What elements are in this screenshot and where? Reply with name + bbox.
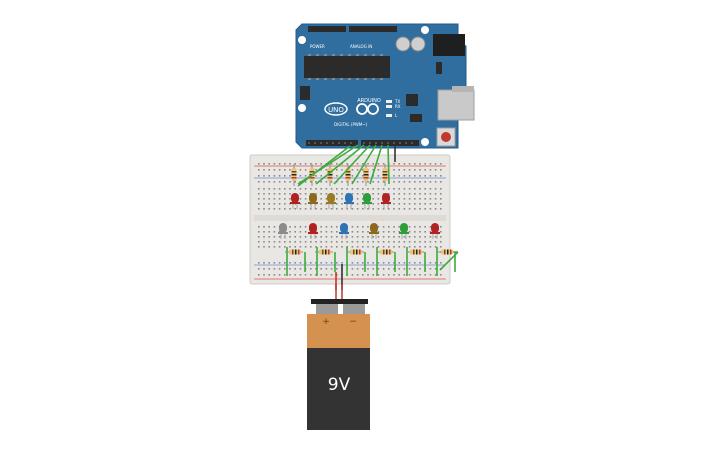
resistor[interactable] xyxy=(285,249,303,255)
resistor[interactable] xyxy=(382,164,388,186)
analog-header xyxy=(349,26,397,32)
jumper-wires xyxy=(286,144,459,290)
led[interactable] xyxy=(430,223,440,239)
top-led-row xyxy=(290,193,391,209)
led[interactable] xyxy=(308,193,318,209)
icsp2-header xyxy=(410,114,422,122)
jumper-wire[interactable] xyxy=(315,144,365,185)
arduino-logo: UNO ARDUINO xyxy=(324,98,381,116)
led[interactable] xyxy=(339,223,349,239)
arduino-brand-text: ARDUINO xyxy=(357,98,381,104)
atmega-chip xyxy=(304,56,390,78)
jumper-wire[interactable] xyxy=(351,144,377,185)
battery-minus-label: − xyxy=(349,317,357,327)
battery-plus-label: + xyxy=(322,317,330,327)
led[interactable] xyxy=(278,223,288,239)
regulator xyxy=(436,62,442,74)
l-led xyxy=(386,114,392,117)
digital-label: DIGITAL (PWM~) xyxy=(334,122,368,127)
icsp-header xyxy=(300,86,310,100)
mounting-hole xyxy=(421,26,429,34)
mounting-hole xyxy=(298,104,306,112)
resistor[interactable] xyxy=(291,164,297,186)
bottom-led-row xyxy=(278,223,440,239)
jumper-wire[interactable] xyxy=(439,251,459,271)
bottom-resistor-row xyxy=(285,249,455,255)
capacitor xyxy=(410,36,426,52)
led[interactable] xyxy=(326,193,336,209)
power-header xyxy=(308,26,346,32)
battery-9v[interactable]: + − 9V xyxy=(307,284,370,430)
led[interactable] xyxy=(369,223,379,239)
arduino-uno-board[interactable]: TX RX L UNO ARDUINO POWER ANALOG IN DIGI… xyxy=(295,23,475,149)
led[interactable] xyxy=(290,193,300,209)
center-channel xyxy=(254,215,446,221)
tx-label: TX xyxy=(394,99,400,104)
l-label: L xyxy=(395,113,398,118)
rx-label: RX xyxy=(395,104,401,109)
led[interactable] xyxy=(308,223,318,239)
reset-button-cap[interactable] xyxy=(441,132,451,142)
resistor[interactable] xyxy=(376,249,394,255)
breadboard-holes xyxy=(258,163,442,276)
battery-voltage-label: 9V xyxy=(328,375,351,395)
led[interactable] xyxy=(381,193,391,209)
resistor[interactable] xyxy=(315,249,333,255)
capacitor xyxy=(395,36,411,52)
resistor[interactable] xyxy=(363,164,369,186)
resistor[interactable] xyxy=(406,249,424,255)
mounting-hole xyxy=(298,36,306,44)
led[interactable] xyxy=(362,193,372,209)
resistor[interactable] xyxy=(346,249,364,255)
jumper-wire[interactable] xyxy=(369,144,383,185)
battery-top xyxy=(307,314,370,350)
usb-chip xyxy=(406,94,418,106)
usb-port[interactable] xyxy=(437,89,475,121)
battery-clip xyxy=(311,299,368,304)
tx-led xyxy=(386,100,392,103)
battery-terminal-positive xyxy=(316,304,338,314)
power-jack[interactable] xyxy=(433,34,465,56)
resistor[interactable] xyxy=(437,249,455,255)
battery-terminal-negative xyxy=(343,304,365,314)
battery-body xyxy=(307,348,370,430)
usb-port-top xyxy=(452,86,474,92)
uno-board-label: UNO xyxy=(328,106,344,114)
jumper-wire[interactable] xyxy=(387,144,390,185)
mounting-hole xyxy=(421,138,429,146)
jumper-wire[interactable] xyxy=(297,145,351,187)
jumper-wire[interactable] xyxy=(333,144,371,185)
power-label: POWER xyxy=(310,44,325,49)
analog-label: ANALOG IN xyxy=(350,44,372,49)
digital-header-high xyxy=(361,140,419,146)
rx-led xyxy=(386,105,392,108)
led[interactable] xyxy=(344,193,354,209)
led[interactable] xyxy=(399,223,409,239)
